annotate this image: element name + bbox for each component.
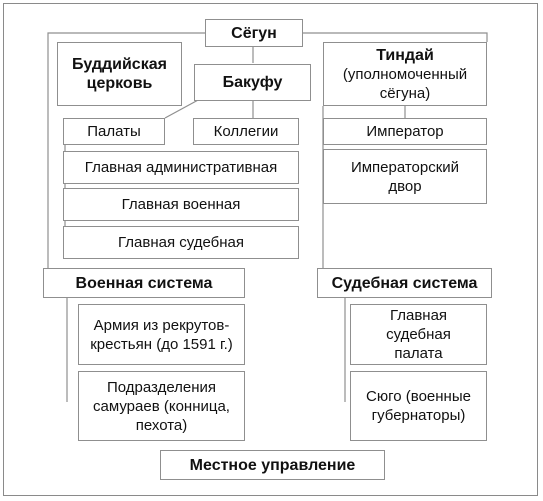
army-box: Армия из рекрутов-крестьян (до 1591 г.) (78, 304, 245, 365)
tindai-box: Тиндай (уполномоченный сёгуна) (323, 42, 487, 106)
judicial-system-label: Судебная система (331, 274, 478, 292)
military-system-label: Военная система (75, 274, 213, 292)
connector-shogun-left (47, 32, 205, 270)
bakufu-label: Бакуфу (222, 74, 283, 91)
chief-administrative-box: Главная административная (63, 151, 299, 184)
connector-bakufu-chambers (164, 98, 201, 119)
samurai-units-box: Подразделения самураев (конница, пехота) (78, 371, 245, 441)
syugo-box: Сюго (военные губернаторы) (350, 371, 487, 441)
local-government-label: Местное управление (189, 456, 356, 474)
shogun-box: Сёгун (205, 19, 303, 47)
army-label: Армия из рекрутов-крестьян (до 1591 г.) (90, 316, 233, 353)
connector-shogun-right (303, 32, 488, 42)
shogun-label: Сёгун (231, 24, 277, 42)
bakufu-box: Бакуфу (194, 64, 311, 101)
tindai-title: Тиндай (376, 46, 434, 64)
samurai-units-label: Подразделения самураев (конница, пехота) (93, 378, 230, 434)
chambers-box: Палаты (63, 118, 165, 145)
chief-judicial-label: Главная судебная (117, 234, 245, 251)
emperor-box: Император (323, 118, 487, 145)
judicial-system-box: Судебная система (317, 268, 492, 298)
chief-judicial-box: Главная судебная (63, 226, 299, 259)
tindai-subtitle: (уполномоченный сёгуна) (342, 65, 468, 102)
buddhist-church-box: Буддийская церковь (57, 42, 182, 106)
buddhist-church-label: Буддийская церковь (72, 56, 167, 92)
colleges-label: Коллегии (213, 123, 279, 140)
syugo-label: Сюго (военные губернаторы) (366, 388, 471, 424)
chief-military-label: Главная военная (121, 196, 241, 213)
chief-judicial-chamber-label: Главная судебная палата (386, 307, 451, 362)
local-government-box: Местное управление (160, 450, 385, 480)
military-system-box: Военная система (43, 268, 245, 298)
imperial-court-label: Императорский двор (350, 158, 460, 195)
chief-judicial-chamber-box: Главная судебная палата (350, 304, 487, 365)
chambers-label: Палаты (87, 123, 141, 140)
imperial-court-box: Императорский двор (323, 149, 487, 204)
chief-administrative-label: Главная административная (84, 159, 278, 176)
colleges-box: Коллегии (193, 118, 299, 145)
emperor-label: Император (366, 123, 444, 140)
chief-military-box: Главная военная (63, 188, 299, 221)
